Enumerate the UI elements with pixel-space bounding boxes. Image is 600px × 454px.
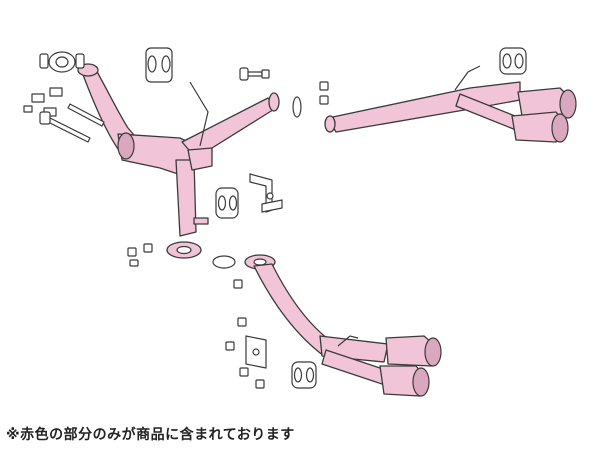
spring-icon [31, 93, 45, 103]
front-hardware [23, 51, 105, 143]
bolt-icon [47, 117, 91, 143]
product-note: ※赤色の部分のみが商品に含まれております [6, 427, 295, 443]
lower-hardware [225, 279, 317, 389]
front-y-pipe [77, 63, 280, 259]
hanger-rubber-1 [145, 47, 173, 83]
ring-gasket-icon [292, 96, 302, 118]
hanger-rubber-2 [499, 47, 527, 75]
small-bolts-center [319, 81, 329, 105]
rear-upper-pipe [324, 65, 577, 143]
bolt-nut-top [239, 67, 270, 81]
bracket-center [249, 173, 283, 213]
rear-lower-pipe [244, 254, 442, 397]
hanger-rubber-3 [215, 187, 239, 219]
ring-gasket-lower-icon [212, 255, 236, 269]
